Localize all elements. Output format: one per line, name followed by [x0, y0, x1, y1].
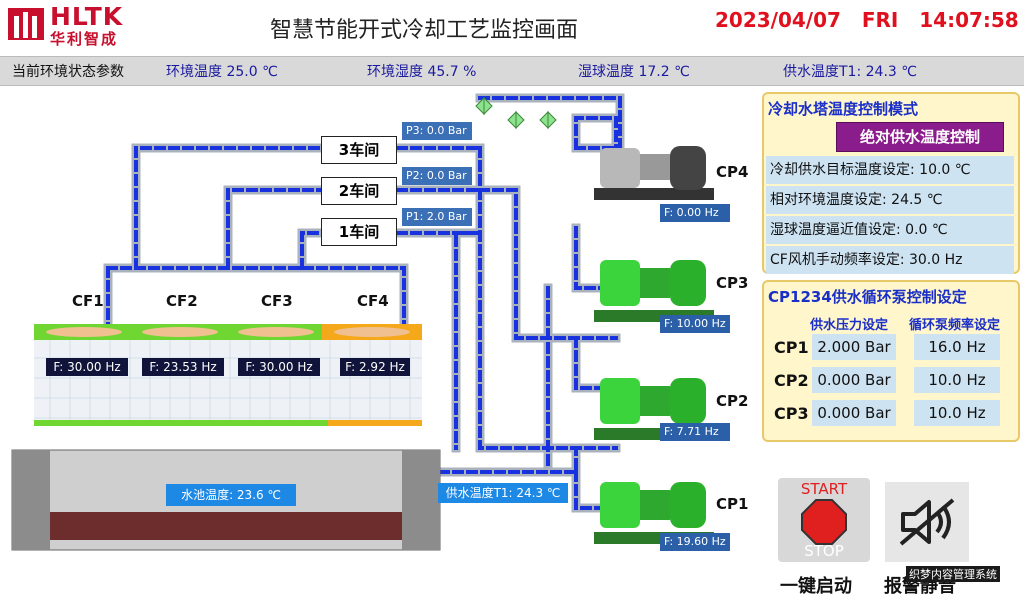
target-temp-setting[interactable]: 冷却供水目标温度设定: 10.0 ℃	[766, 156, 1014, 184]
fan-cf4-freq[interactable]: F: 2.92 Hz	[340, 358, 410, 376]
cp2-pressure-setting[interactable]: 0.000 Bar	[812, 367, 896, 393]
fan-cf4-label: CF4	[357, 292, 389, 310]
freq-col-header: 循环泵频率设定	[909, 318, 1001, 333]
cp2-row-label: CP2	[774, 371, 809, 390]
env-status-bar	[0, 56, 1024, 86]
pressure-p1: P1: 2.0 Bar	[402, 208, 472, 226]
fan-cf2-freq[interactable]: F: 23.53 Hz	[142, 358, 224, 376]
watermark: 织梦内容管理系统	[906, 566, 1000, 582]
env-humidity: 环境湿度 45.7 %	[367, 64, 477, 80]
relative-temp-setting[interactable]: 相对环境温度设定: 24.5 ℃	[766, 186, 1014, 214]
tower-panel-title: 冷却水塔温度控制模式	[768, 100, 919, 118]
pressure-p2: P2: 0.0 Bar	[402, 167, 472, 185]
start-text: START	[800, 480, 848, 498]
cp2-freq-setting[interactable]: 10.0 Hz	[914, 367, 1000, 393]
wet-bulb-approach-setting[interactable]: 湿球温度逼近值设定: 0.0 ℃	[766, 216, 1014, 244]
weekday-text: FRI	[861, 8, 899, 32]
fan-manual-freq-setting[interactable]: CF风机手动频率设定: 30.0 Hz	[766, 246, 1014, 274]
date-text: 2023/04/07	[715, 8, 841, 32]
one-key-start-label: 一键启动	[780, 576, 852, 597]
pump-cp3-label: CP3	[716, 274, 749, 292]
pump-cp4-freq[interactable]: F: 0.00 Hz	[660, 204, 730, 222]
fan-cf1-freq[interactable]: F: 30.00 Hz	[46, 358, 128, 376]
page-title: 智慧节能开式冷却工艺监控画面	[270, 18, 579, 43]
fan-cf3-label: CF3	[261, 292, 293, 310]
datetime: 2023/04/07 FRI 14:07:58	[715, 8, 1019, 32]
logo-icon	[8, 8, 44, 40]
start-stop-button[interactable]: START STOP	[778, 478, 870, 562]
pump-cp2-label: CP2	[716, 392, 749, 410]
pressure-p3: P3: 0.0 Bar	[402, 122, 472, 140]
supply-temp-badge: 供水温度T1: 24.3 ℃	[438, 483, 568, 503]
alarm-mute-button[interactable]	[885, 482, 969, 562]
logo-text: HLTK	[50, 2, 124, 31]
process-diagram	[11, 93, 714, 551]
cp3-freq-setting[interactable]: 10.0 Hz	[914, 400, 1000, 426]
fan-cf3-freq[interactable]: F: 30.00 Hz	[238, 358, 320, 376]
env-temp: 环境温度 25.0 ℃	[166, 64, 278, 80]
pump-panel-title: CP1234供水循环泵控制设定	[768, 288, 967, 306]
workshop-1: 1车间	[321, 218, 397, 246]
stop-octagon-icon	[801, 499, 847, 545]
pressure-col-header: 供水压力设定	[810, 318, 889, 333]
pump-cp1-label: CP1	[716, 495, 749, 513]
time-text: 14:07:58	[919, 8, 1019, 32]
pump-cp2-freq[interactable]: F: 7.71 Hz	[660, 423, 730, 441]
pool-temp: 水池温度: 23.6 ℃	[166, 484, 296, 506]
control-mode-button[interactable]: 绝对供水温度控制	[836, 122, 1004, 152]
cp1-pressure-setting[interactable]: 2.000 Bar	[812, 334, 896, 360]
pump-cp4-label: CP4	[716, 163, 749, 181]
supply-temp-t1: 供水温度T1: 24.3 ℃	[783, 64, 917, 80]
wet-bulb-temp: 湿球温度 17.2 ℃	[578, 64, 690, 80]
env-title: 当前环境状态参数	[12, 64, 124, 80]
pump-cp1-freq[interactable]: F: 19.60 Hz	[660, 533, 730, 551]
workshop-2: 2车间	[321, 177, 397, 205]
cp1-freq-setting[interactable]: 16.0 Hz	[914, 334, 1000, 360]
fan-cf1-label: CF1	[72, 292, 104, 310]
stop-text: STOP	[804, 542, 844, 560]
workshop-3: 3车间	[321, 136, 397, 164]
fan-cf2-label: CF2	[166, 292, 198, 310]
logo-subtitle: 华利智成	[50, 30, 119, 48]
cp3-row-label: CP3	[774, 404, 809, 423]
cp1-row-label: CP1	[774, 338, 809, 357]
cp3-pressure-setting[interactable]: 0.000 Bar	[812, 400, 896, 426]
speaker-mute-icon	[899, 498, 955, 546]
pump-cp3-freq[interactable]: F: 10.00 Hz	[660, 315, 730, 333]
